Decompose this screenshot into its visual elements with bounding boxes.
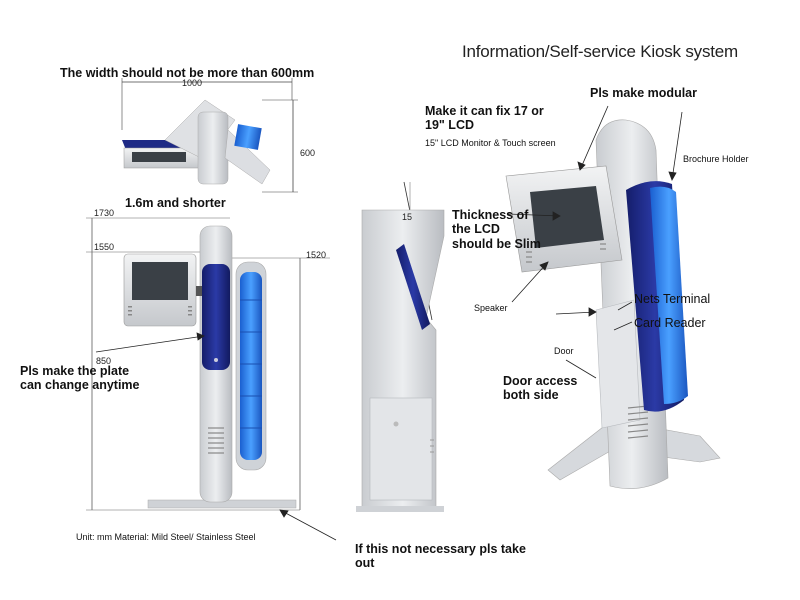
lcd-size-note: Make it can fix 17 or 19" LCD	[425, 104, 544, 133]
card-reader-label: Card Reader	[634, 316, 706, 330]
unit-material-footer: Unit: mm Material: Mild Steel/ Stainless…	[76, 532, 256, 542]
dimension-top-width: 1000	[182, 78, 203, 88]
diagram-title: Information/Self-service Kiosk system	[462, 42, 739, 61]
dimension-1550: 1550	[94, 242, 115, 252]
top-view	[121, 78, 298, 193]
dimension-1520: 1520	[306, 250, 327, 260]
width-limit-note: The width should not be more than 600mm	[60, 66, 315, 80]
dimension-1730: 1730	[94, 208, 115, 218]
door-label: Door	[554, 346, 574, 356]
nets-terminal-label: Nets Terminal	[634, 292, 711, 306]
perspective-view	[505, 119, 721, 489]
dimension-top-depth: 600	[300, 148, 316, 158]
dimension-850: 850	[96, 356, 112, 366]
side-view	[356, 181, 445, 512]
height-limit-note: 1.6m and shorter	[125, 196, 226, 210]
dimension-angle: 15	[402, 212, 413, 222]
modular-note: Pls make modular	[590, 86, 697, 100]
brochure-holder-label: Brochure Holder	[683, 154, 749, 164]
leader-lines	[95, 105, 683, 541]
door-access-note: Door access both side	[503, 374, 578, 403]
plate-note: Pls make the plate can change anytime	[20, 364, 140, 393]
lcd-spec-note: 15" LCD Monitor & Touch screen	[425, 138, 556, 148]
optional-note: If this not necessary pls take out	[355, 542, 526, 571]
front-view	[86, 217, 330, 511]
thickness-note: Thickness of the LCD should be Slim	[452, 208, 541, 251]
speaker-label: Speaker	[474, 303, 508, 313]
